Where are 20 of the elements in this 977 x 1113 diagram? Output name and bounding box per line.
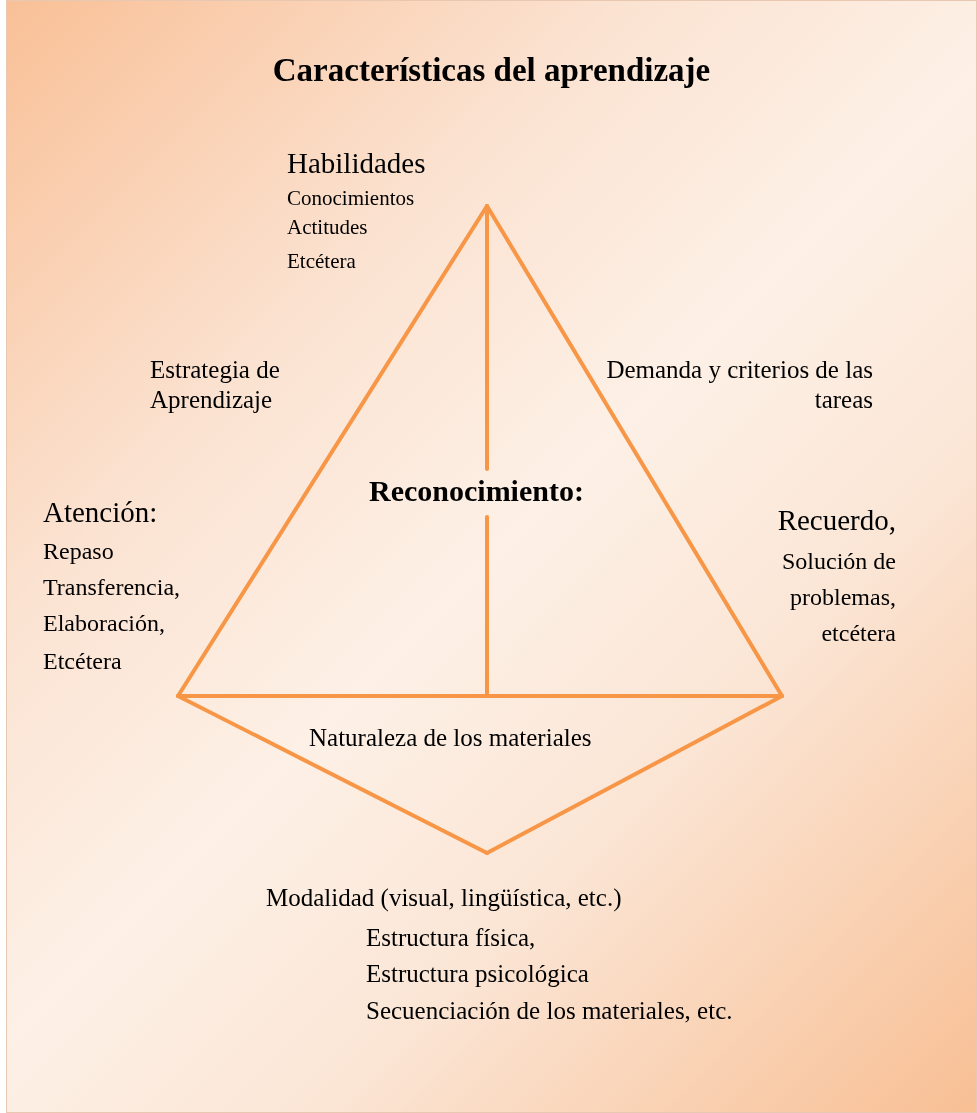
- title: Características del aprendizaje: [271, 51, 712, 90]
- base-label: Naturaleza de los materiales: [309, 723, 592, 753]
- list-item: Estructura física,: [366, 923, 536, 953]
- list-item: Elaboración,: [43, 609, 165, 638]
- list-item: Secuenciación de los materiales, etc.: [366, 996, 733, 1026]
- list-item: Etcétera: [43, 647, 122, 676]
- list-item: Transferencia,: [43, 573, 181, 602]
- heading: Recuerdo,: [776, 503, 896, 538]
- list-text: Solución de problemas, etcétera: [781, 547, 896, 648]
- list-item: Repaso: [43, 537, 114, 566]
- side-label: Demanda y criterios de las tareas: [605, 355, 873, 415]
- list-item: Estructura psicológica: [366, 959, 589, 989]
- heading: Habilidades: [287, 146, 426, 181]
- side-label: Estrategia de Aprendizaje: [150, 355, 281, 415]
- list-item: Actitudes: [287, 215, 368, 241]
- list-item: Modalidad (visual, lingüística, etc.): [266, 883, 622, 913]
- list-item: Etcétera: [287, 249, 356, 275]
- list-item: Conocimientos: [287, 186, 415, 212]
- heading: Atención:: [43, 495, 158, 530]
- center-heading: Reconocimiento:: [369, 473, 584, 509]
